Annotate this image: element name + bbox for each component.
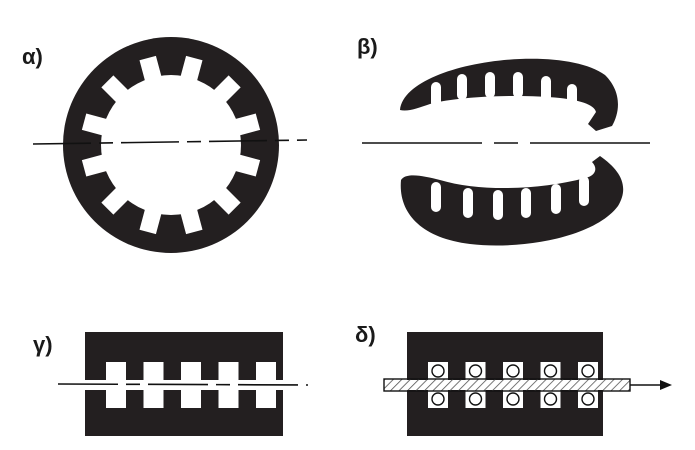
core-bottom-slot (218, 390, 239, 408)
core-top-slot (218, 362, 239, 381)
conductor-bottom (506, 392, 520, 406)
stator-slot (139, 55, 163, 84)
panel-a-axis-line (32, 139, 308, 145)
stator-slot (232, 153, 261, 177)
core-bottom-slot (106, 390, 126, 408)
panel-c-axis-line (57, 383, 309, 386)
conductor-bottom (581, 392, 595, 406)
core-bottom-slot (256, 390, 276, 408)
conductor-bottom (543, 392, 558, 406)
conductor-top (581, 364, 595, 378)
core-bottom-slot (143, 390, 164, 408)
panel-c-label: γ) (33, 332, 53, 357)
lower-slot (551, 184, 561, 214)
panel-d-label: δ) (355, 322, 376, 347)
lower-slot (463, 188, 473, 218)
panel-b: β) (357, 34, 662, 246)
core-top-slot (143, 362, 164, 381)
stator-slot (179, 55, 203, 84)
core-top-slot (106, 362, 126, 381)
linear-core-with-conductors (407, 332, 603, 436)
upper-slot (567, 84, 577, 110)
core-top-slot (181, 362, 201, 381)
upper-slot (431, 82, 441, 108)
stator-ring-slots (81, 55, 261, 235)
conductor-bottom (468, 392, 483, 406)
upper-slot (457, 74, 467, 100)
panel-c: γ) (33, 332, 309, 436)
stator-bore (101, 75, 241, 215)
upper-half-core (400, 58, 618, 131)
stator-slot (211, 75, 241, 105)
conductor-top (543, 364, 558, 378)
upper-slot (541, 76, 551, 102)
stator-slot (211, 185, 241, 215)
conductor-top (431, 364, 445, 378)
stator-slot (101, 185, 131, 215)
core-top-slot (256, 362, 276, 381)
upper-half-slots (431, 72, 577, 110)
stator-slot (139, 206, 163, 235)
stator-slot (179, 206, 203, 235)
linear-core (85, 332, 283, 436)
lower-slot (579, 176, 589, 206)
moving-bar (383, 378, 631, 392)
panel-a: α) (22, 37, 308, 253)
conductor-bottom (431, 392, 445, 406)
stator-slot (101, 75, 131, 105)
panel-a-label: α) (22, 44, 43, 69)
stator-slot (81, 153, 110, 177)
panel-b-label: β) (357, 34, 378, 59)
lower-slot (493, 190, 503, 220)
lower-slot (431, 182, 441, 212)
lower-half-slots (431, 176, 589, 220)
upper-slot (485, 72, 495, 98)
lower-half-core (400, 156, 624, 246)
conductor-top (468, 364, 483, 378)
panel-d: δ) (355, 322, 672, 436)
core-bottom-slot (181, 390, 201, 408)
conductor-top (506, 364, 520, 378)
motion-arrow-head (660, 380, 672, 390)
stator-slot (81, 113, 110, 137)
stator-slot (232, 113, 261, 137)
lower-slot (521, 188, 531, 218)
upper-slot (513, 72, 523, 98)
